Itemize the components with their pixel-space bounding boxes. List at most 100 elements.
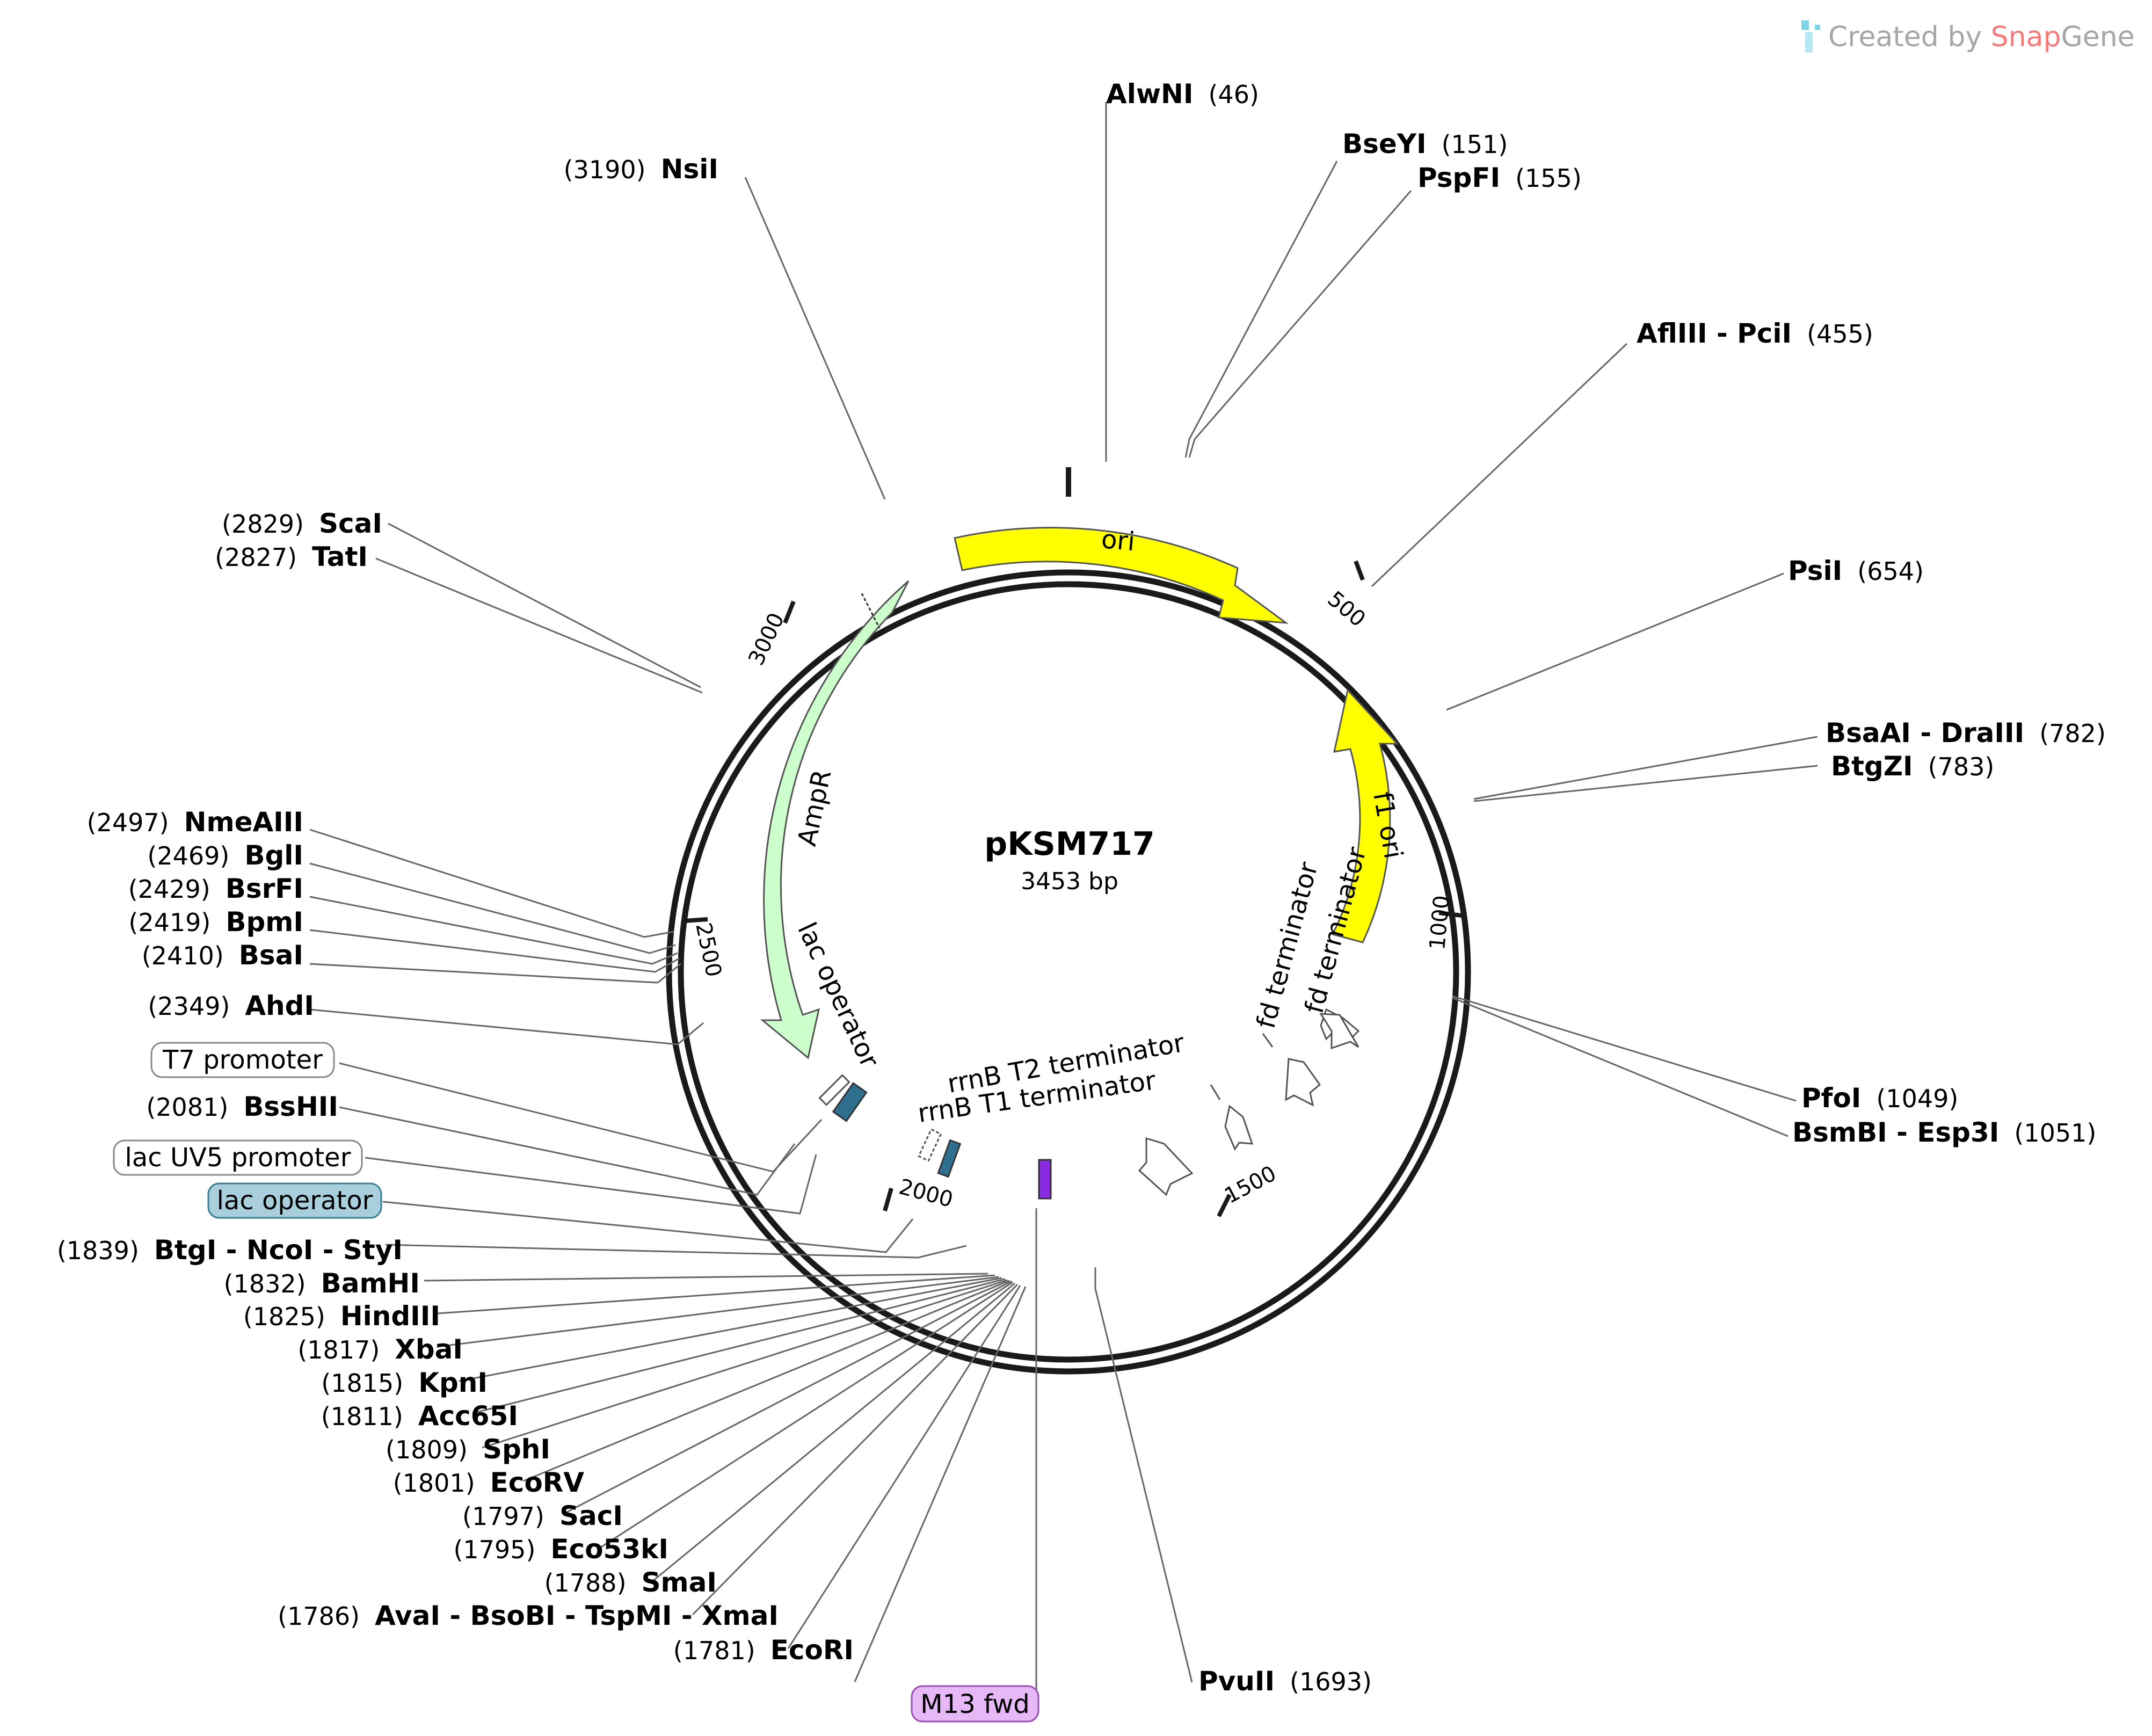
site-label-saci[interactable]: (1797)SacI <box>462 1500 623 1531</box>
site-label-pvuii[interactable]: PvuII(1693) <box>1198 1666 1372 1697</box>
svg-text:(1815)KpnI: (1815)KpnI <box>321 1367 488 1398</box>
tick-label-1500: 1500 <box>1220 1161 1280 1208</box>
site-label-btgi-ncoi-styi[interactable]: (1839)BtgI - NcoI - StyI <box>57 1234 403 1266</box>
site-name: BseYI <box>1342 128 1427 159</box>
site-label-nsii[interactable]: (3190)NsiI <box>564 154 718 185</box>
snapgene-branding: Created by SnapGene <box>1801 20 2135 53</box>
site-label-xbai[interactable]: (1817) XbaI <box>297 1334 463 1365</box>
site-label-afliii-pcii[interactable]: AflIII - PciI(455) <box>1637 318 1873 349</box>
site-position: (2429) <box>128 875 210 904</box>
boxed-label-t7-promoter[interactable]: T7 promoter <box>150 1042 335 1078</box>
site-label-bpmi[interactable]: (2419)BpmI <box>128 906 303 938</box>
site-label-bsaai-draiii[interactable]: BsaAI - DraIII(782) <box>1826 717 2106 749</box>
svg-text:(2827)TatI: (2827)TatI <box>215 541 368 572</box>
site-position: (2829) <box>222 510 304 539</box>
site-position: (1815) <box>321 1369 403 1398</box>
feature-ori[interactable]: ori <box>954 524 1289 624</box>
site-name: BtgZI <box>1831 751 1913 782</box>
site-position: (1049) <box>1876 1084 1958 1113</box>
site-position: (1839) <box>57 1236 139 1265</box>
site-label-pfoi[interactable]: PfoI (1049) <box>1801 1083 1958 1114</box>
boxed-label-text: T7 promoter <box>162 1045 323 1075</box>
svg-text:(1832)BamHI: (1832)BamHI <box>224 1268 420 1299</box>
svg-text:PsiI(654): PsiI(654) <box>1788 555 1924 586</box>
tick-mark <box>1438 911 1462 918</box>
site-position: (1788) <box>544 1568 627 1597</box>
site-position: (151) <box>1442 130 1508 159</box>
boxed-label-lac-uv5-promoter[interactable]: lac UV5 promoter <box>113 1139 363 1176</box>
svg-text:BtgZI(783): BtgZI (783) <box>1831 751 1994 782</box>
tick-mark <box>684 917 708 923</box>
tick-mark <box>883 1187 893 1212</box>
site-label-tati[interactable]: (2827)TatI <box>215 541 368 572</box>
site-name: HindIII <box>340 1301 440 1332</box>
site-name: PspFI <box>1417 162 1500 193</box>
site-position: (1797) <box>462 1502 544 1531</box>
site-position: (155) <box>1515 164 1582 193</box>
plasmid-title: pKSM717 3453 bp <box>984 825 1155 895</box>
svg-text:(1788)SmaI: (1788) SmaI <box>544 1567 717 1598</box>
tick-label-3000: 3000 <box>744 609 789 670</box>
branding-prefix: Created by <box>1828 21 1991 53</box>
tick-label-500: 500 <box>1323 586 1370 631</box>
site-name: BsaAI - DraIII <box>1826 717 2024 749</box>
site-label-pspfi[interactable]: PspFI (155) <box>1417 162 1582 193</box>
site-position: (1801) <box>393 1469 475 1498</box>
tick-mark <box>783 600 796 624</box>
svg-text:(2829)ScaI: (2829) ScaI <box>222 508 382 539</box>
site-name: EcoRV <box>490 1467 585 1498</box>
site-position: (2081) <box>146 1093 228 1122</box>
site-name: XbaI <box>395 1334 463 1365</box>
site-label-btgzi[interactable]: BtgZI (783) <box>1831 751 1994 782</box>
site-label-bseyi[interactable]: BseYI (151) <box>1342 128 1508 159</box>
site-label-ecorv[interactable]: (1801) EcoRV <box>393 1467 585 1498</box>
primer-m13-fwd[interactable]: M13 fwd <box>911 1685 1039 1723</box>
site-position: (1693) <box>1290 1667 1372 1696</box>
svg-text:(1811)Acc65I: (1811)Acc65I <box>321 1400 518 1432</box>
site-label-bsmbi-esp3i[interactable]: BsmBI - Esp3I(1051) <box>1792 1117 2096 1148</box>
feature-f1-ori[interactable]: f1 ori <box>1331 688 1408 943</box>
site-name: SphI <box>483 1434 550 1465</box>
site-label-alwni[interactable]: AlwNI(46) <box>1106 78 1259 110</box>
feature-label-ori: ori <box>1100 524 1136 557</box>
site-position: (1817) <box>297 1335 380 1364</box>
site-name: Acc65I <box>418 1400 518 1432</box>
site-label-bsshii[interactable]: (2081) BssHII <box>146 1091 338 1122</box>
boxed-label-text: lac UV5 promoter <box>125 1143 351 1173</box>
tick-label-2000: 2000 <box>896 1174 955 1212</box>
site-position: (2410) <box>142 941 224 970</box>
site-position: (46) <box>1208 80 1259 109</box>
site-position: (2349) <box>148 992 230 1021</box>
site-name: BssHII <box>243 1091 338 1122</box>
site-label-smai[interactable]: (1788) SmaI <box>544 1567 717 1598</box>
svg-text:PfoI(1049): PfoI (1049) <box>1801 1083 1958 1114</box>
site-label-bsrfi[interactable]: (2429)BsrFI <box>128 873 303 904</box>
site-label-hindiii[interactable]: (1825)HindIII <box>243 1301 440 1332</box>
site-label-psii[interactable]: PsiI(654) <box>1788 555 1924 586</box>
site-label-acc65i[interactable]: (1811)Acc65I <box>321 1400 518 1432</box>
site-label-kpni[interactable]: (1815)KpnI <box>321 1367 488 1398</box>
site-name: ScaI <box>319 508 382 539</box>
svg-text:(1817)XbaI: (1817) XbaI <box>297 1334 463 1365</box>
site-label-bgli[interactable]: (2469)BglI <box>147 840 303 871</box>
site-name: SmaI <box>642 1567 717 1598</box>
site-position: (1786) <box>278 1602 360 1631</box>
site-label-nmeaiii[interactable]: (2497)NmeAIII <box>87 807 303 838</box>
site-label-ecori[interactable]: (1781)EcoRI <box>673 1635 854 1666</box>
site-label-sphi[interactable]: (1809) SphI <box>386 1434 550 1465</box>
plasmid-name: pKSM717 <box>984 825 1155 863</box>
site-label-avai-bsobi-tspmi-xmai[interactable]: (1786)AvaI - BsoBI - TspMI - XmaI <box>278 1600 779 1631</box>
site-label-ahdi[interactable]: (2349)AhdI <box>148 990 314 1021</box>
site-position: (783) <box>1928 752 1995 781</box>
boxed-label-lac-operator[interactable]: lac operator <box>207 1182 382 1219</box>
site-name: PfoI <box>1801 1083 1861 1114</box>
tick-mark <box>1354 560 1365 581</box>
boxed-label-text: lac operator <box>217 1186 373 1216</box>
site-position: (1809) <box>386 1435 468 1464</box>
svg-text:PspFI(155): PspFI (155) <box>1417 162 1582 193</box>
svg-text:BsmBI - Esp3I(1051): BsmBI - Esp3I(1051) <box>1792 1117 2096 1148</box>
site-label-bamhi[interactable]: (1832)BamHI <box>224 1268 420 1299</box>
site-label-scai[interactable]: (2829) ScaI <box>222 508 382 539</box>
site-label-eco53ki[interactable]: (1795)Eco53kI <box>453 1534 668 1565</box>
site-label-bsai[interactable]: (2410)BsaI <box>142 940 303 971</box>
